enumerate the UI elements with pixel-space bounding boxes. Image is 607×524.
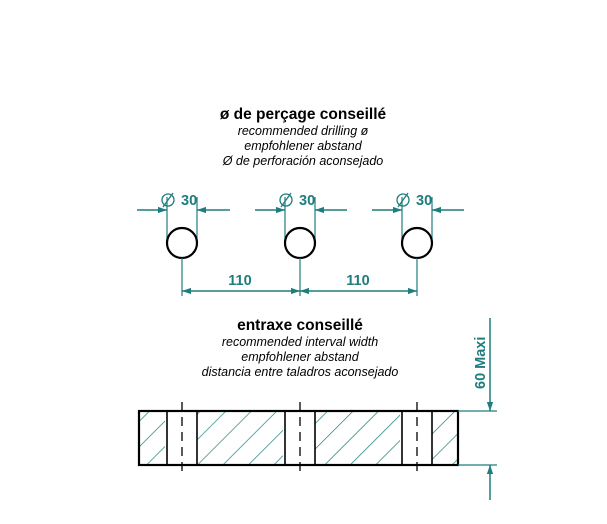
drilling-subtitle-de: empfohlener abstand: [244, 139, 362, 153]
drilling-subtitle-es: Ø de perforación aconsejado: [222, 154, 384, 168]
interval-title: entraxe conseillé: [237, 317, 363, 334]
profile-outline: [137, 409, 460, 467]
hatch-segment-1: [139, 411, 165, 465]
spacing-dimension: 110 110: [181, 258, 418, 296]
hole-3-group: 30: [372, 192, 464, 260]
diameter-icon: [161, 192, 175, 208]
hole-2-diameter-label: 30: [299, 193, 315, 209]
hole-1: [165, 226, 199, 260]
hole-1-diameter-dimension: 30: [137, 192, 230, 239]
interval-subtitle-es: distancia entre taladros aconsejado: [202, 365, 399, 379]
hatch-segment-2: [197, 411, 283, 465]
hole-1-diameter-label: 30: [181, 193, 197, 209]
hole-3: [400, 226, 434, 260]
drilling-title: ø de perçage conseillé: [220, 106, 387, 123]
spacing-label-2: 110: [346, 273, 369, 289]
hole-3-diameter-label: 30: [416, 193, 432, 209]
hole-2-group: 30: [255, 192, 347, 260]
spacing-label-1: 110: [228, 273, 251, 289]
interval-subtitle-en: recommended interval width: [222, 335, 378, 349]
hatch-segment-3: [315, 411, 400, 465]
hole-2-diameter-dimension: 30: [255, 192, 347, 239]
diameter-icon: [279, 192, 293, 208]
height-dimension: 60 Maxi: [458, 318, 497, 500]
interval-subtitle-de: empfohlener abstand: [241, 350, 359, 364]
section-view: [137, 402, 460, 474]
drilling-subtitle-en: recommended drilling ø: [238, 124, 369, 138]
hole-1-group: 30: [137, 192, 230, 260]
hole-3-diameter-dimension: 30: [372, 192, 464, 239]
diameter-icon: [396, 192, 410, 208]
max-height-label: 60 Maxi: [473, 337, 489, 389]
hatch-segment-4: [432, 411, 458, 465]
hole-2: [283, 226, 317, 260]
